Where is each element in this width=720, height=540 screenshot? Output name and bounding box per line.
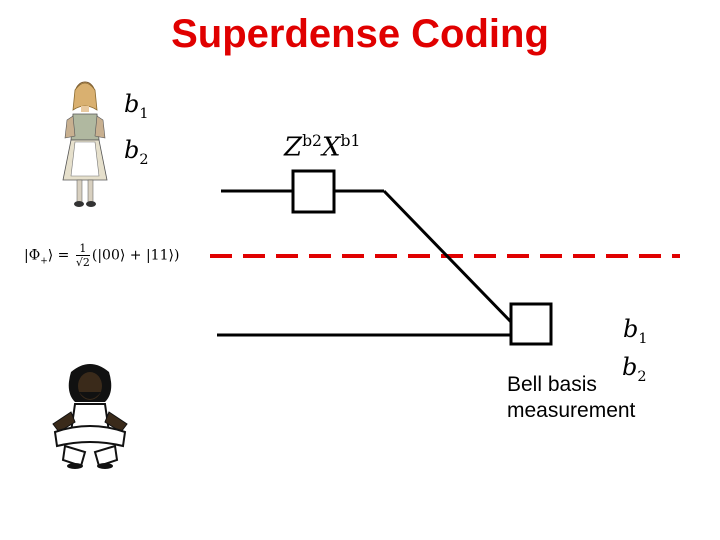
bell-state-formula: |Φ+⟩ = 1√2(|00⟩ + |11⟩) (24, 242, 180, 269)
bob-bit-2: b2 (622, 353, 647, 385)
transmission-wire (382, 189, 514, 325)
measurement-label: Bell basis measurement (507, 372, 635, 424)
alice-bits: b1 b2 (124, 86, 149, 178)
alice-bit-1: b1 (124, 90, 149, 122)
alice-figure (62, 81, 108, 207)
operator-label: Zb2Xb1 (284, 132, 361, 163)
measurement-box (509, 302, 553, 346)
encoding-gate-box (291, 169, 336, 214)
bob-figure (52, 364, 128, 469)
measurement-label-line-1: Bell basis (507, 373, 597, 396)
measurement-label-line-2: measurement (507, 399, 636, 422)
alice-bit-2: b2 (124, 135, 149, 168)
fraction: 1√2 (75, 242, 90, 269)
page-title: Superdense Coding (171, 12, 549, 56)
bob-bit-1: b1 (623, 315, 648, 347)
